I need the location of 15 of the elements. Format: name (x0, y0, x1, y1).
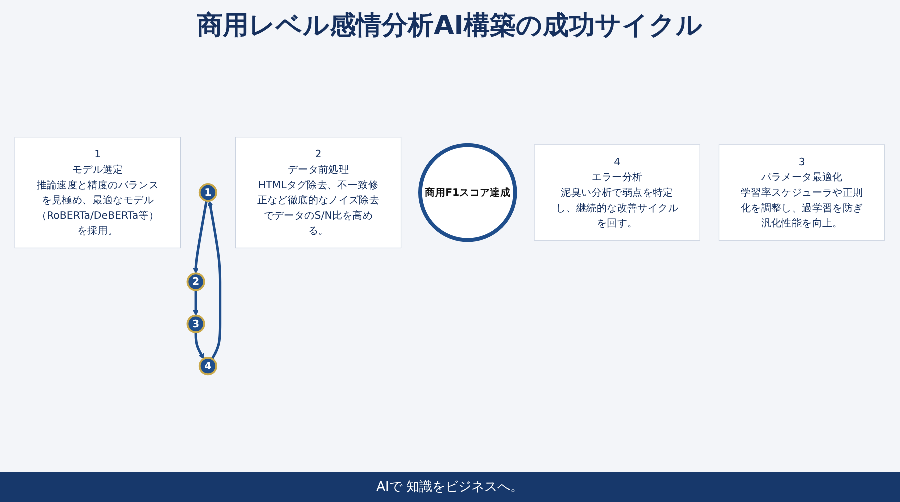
title: 商用レベル感情分析AI構築の成功サイクル (196, 10, 704, 43)
arrow (193, 200, 208, 274)
node-box: 2 データ前処理 HTMLタグ除去、不一致修正など徹底的なノイズ除去でデータのS/N比を高める。 (235, 137, 402, 249)
arrow (208, 200, 222, 360)
arrow (193, 290, 199, 316)
node-circle: 1 (198, 184, 218, 202)
node-box: 3 パラメータ最適化 学習率スケジューラや正則化を調整し、過学習を防ぎ汎化性能を向上。 (718, 144, 886, 241)
tagline: AIで 知識をビジネスへ。 (376, 479, 524, 496)
node-circle: 4 (198, 357, 218, 376)
node-circle: 商用F1スコア達成 (418, 143, 518, 242)
node-box: 4 エラー分析 泥臭い分析で弱点を特定し、継続的な改善サイクルを回す。 (534, 144, 700, 241)
node-box: 1 モデル選定 推論速度と精度のバランスを見極め、最適なモデル（RoBERTa/DeBERTa等）を採用。 (14, 137, 182, 249)
node-circle: 3 (186, 314, 206, 334)
arrow (194, 332, 204, 360)
node-circle: 2 (186, 272, 206, 292)
